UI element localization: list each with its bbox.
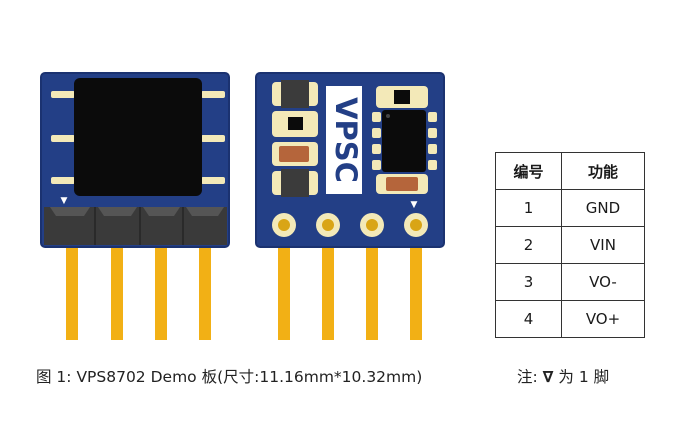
right-component-cluster <box>372 86 437 194</box>
table-row: 1 GND <box>495 189 645 227</box>
pin-function: VO- <box>561 263 645 301</box>
sensor-chip <box>74 78 202 196</box>
table-row: 2 VIN <box>495 226 645 264</box>
pin-header-dividers <box>94 207 184 245</box>
right-header-pins <box>278 228 422 340</box>
pin-header-facets <box>50 207 224 216</box>
header-pin-4 <box>410 228 422 340</box>
through-hole-pads <box>272 213 428 237</box>
pin1-marker-right: ▼ <box>411 200 418 210</box>
header-pin-3 <box>155 222 167 340</box>
vpsc-logo: VPSC <box>326 86 363 194</box>
pin-function: VIN <box>561 226 645 264</box>
demo-board-illustration: ▼ <box>40 72 445 340</box>
triangle-icon: ∇ <box>542 368 554 386</box>
left-header-pins <box>66 222 211 340</box>
header-pin-4 <box>199 222 211 340</box>
pin1-note: 注: ∇ 为 1 脚 <box>517 365 609 387</box>
note-prefix: 注: <box>517 368 543 386</box>
pin-function: VO+ <box>561 300 645 338</box>
header-pin-2 <box>111 222 123 340</box>
header-pin-2 <box>322 228 334 340</box>
figure-caption: 图 1: VPS8702 Demo 板(尺寸:11.16mm*10.32mm) <box>36 368 423 386</box>
left-component-column <box>272 80 318 197</box>
table-header-row: 编号 功能 <box>495 152 645 190</box>
right-board: VPSC ▼ <box>255 72 445 340</box>
pin-number: 2 <box>495 226 562 264</box>
header-function: 功能 <box>561 152 645 190</box>
small-ic <box>382 110 426 172</box>
table-row: 3 VO- <box>495 263 645 301</box>
pin1-marker-left: ▼ <box>61 196 68 206</box>
pin-number: 4 <box>495 300 562 338</box>
header-pin-3 <box>366 228 378 340</box>
header-pin-1 <box>66 222 78 340</box>
left-board: ▼ <box>40 72 230 340</box>
pin-number: 3 <box>495 263 562 301</box>
table-row: 4 VO+ <box>495 300 645 338</box>
pin-function-table: 编号 功能 1 GND 2 VIN 3 VO- 4 VO+ <box>495 152 645 338</box>
note-suffix: 为 1 脚 <box>553 368 610 386</box>
chip-leads <box>51 91 225 184</box>
header-number: 编号 <box>495 152 562 190</box>
header-pin-1 <box>278 228 290 340</box>
logo-text: VPSC <box>329 97 363 183</box>
pin-function: GND <box>561 189 645 227</box>
pin-number: 1 <box>495 189 562 227</box>
